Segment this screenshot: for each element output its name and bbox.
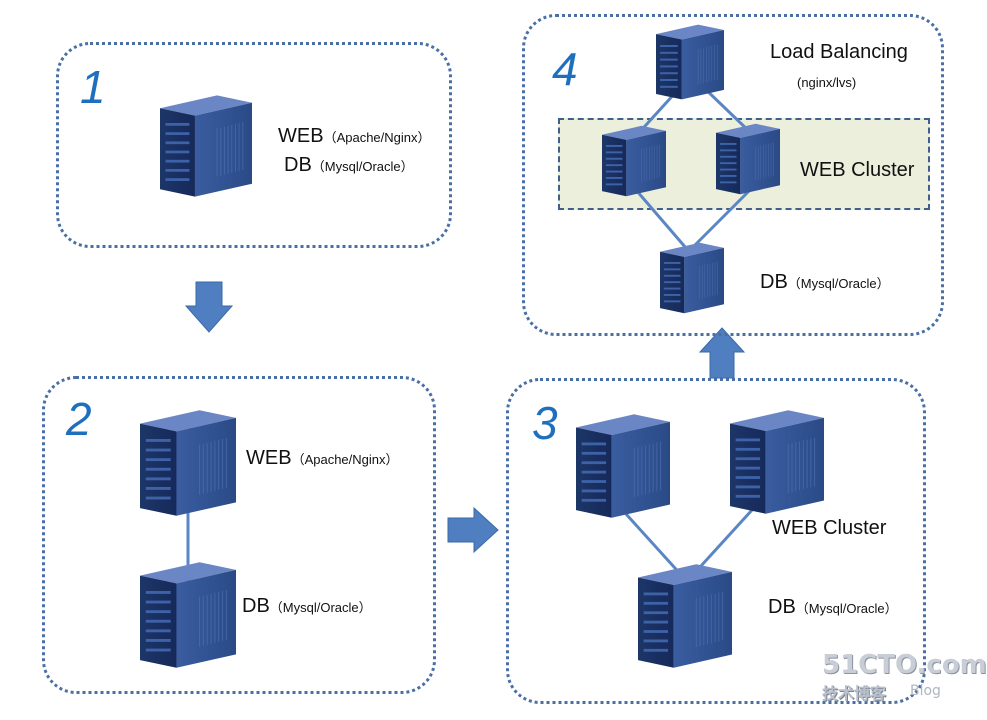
load-balancing-detail: (nginx/lvs)	[797, 75, 857, 90]
connector-lines	[634, 82, 754, 250]
web-server-icon	[716, 123, 780, 195]
stage-1-web-label: WEB（Apache/Nginx）	[278, 125, 431, 147]
stage-2-db-label: DB（Mysql/Oracle）	[242, 595, 372, 617]
stage-2-web-label: WEB（Apache/Nginx）	[246, 447, 399, 469]
stage-3-web-cluster-label: WEB Cluster	[772, 517, 887, 539]
watermark-tagline: 技术博客	[822, 684, 887, 703]
stage-4-panel	[522, 14, 944, 336]
web-server-icon	[602, 125, 666, 197]
stage-1-db-label: DB（Mysql/Oracle）	[284, 154, 414, 176]
load-balancing-label: Load Balancing	[770, 41, 908, 63]
up-arrow-icon	[698, 327, 746, 379]
stage-4-web-cluster-label: WEB Cluster	[800, 159, 915, 181]
stage-2-number: 2	[66, 393, 92, 445]
down-arrow-icon	[184, 281, 234, 333]
stage-2-panel	[42, 376, 436, 694]
watermark-suffix: Blog	[910, 683, 941, 699]
stage-3-number: 3	[532, 397, 558, 449]
db-server-icon	[660, 242, 724, 314]
stage-1-number: 1	[80, 61, 106, 113]
stage-1-panel	[56, 42, 452, 248]
load-balancer-icon	[656, 24, 724, 100]
right-arrow-icon	[447, 506, 499, 554]
stage-4-db-label: DB（Mysql/Oracle）	[760, 271, 890, 293]
stage-4-number: 4	[552, 43, 578, 95]
stage-3-panel	[506, 378, 926, 704]
stage-3-db-label: DB（Mysql/Oracle）	[768, 596, 898, 618]
watermark-site: 51CTO.com	[822, 650, 987, 680]
